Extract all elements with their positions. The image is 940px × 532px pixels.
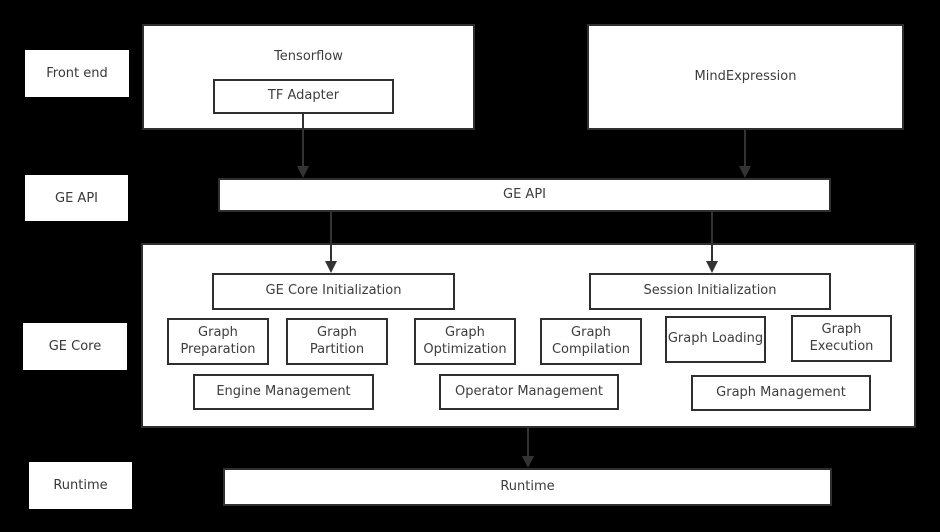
arrow-shaft <box>711 212 713 261</box>
arrow-down-icon <box>706 261 718 273</box>
row-label-ge-core: GE Core <box>23 323 127 370</box>
mindexpression-box: MindExpression <box>587 24 904 130</box>
ge-api-bar: GE API <box>218 178 831 212</box>
arrow-mindexpression-to-ge-api <box>738 130 752 178</box>
session-initialization-box: Session Initialization <box>589 273 831 310</box>
ge-core-initialization-box: GE Core Initialization <box>212 273 455 310</box>
row-label-ge-api: GE API <box>25 175 128 221</box>
ge-core-container: GE Core Initialization Session Initializ… <box>141 243 916 428</box>
arrow-ge-core-to-runtime <box>521 428 535 468</box>
manager-box-engine-management: Engine Management <box>193 374 374 410</box>
arrow-tf-adapter-to-ge-api <box>296 114 310 178</box>
module-box-graph-loading: Graph Loading <box>665 316 766 363</box>
module-box-graph-preparation: Graph Preparation <box>167 318 269 365</box>
row-label-front-end: Front end <box>25 50 129 97</box>
arrow-ge-api-to-ge-core-initialization <box>324 212 338 273</box>
tf-adapter-box: TF Adapter <box>213 79 394 114</box>
arrow-shaft <box>527 428 529 456</box>
arrow-down-icon <box>739 166 751 178</box>
arrow-shaft <box>744 130 746 166</box>
arrow-down-icon <box>522 456 534 468</box>
module-box-graph-optimization: Graph Optimization <box>414 318 516 365</box>
arrow-ge-api-to-session-initialization <box>705 212 719 273</box>
arrow-shaft <box>302 114 304 166</box>
module-box-graph-compilation: Graph Compilation <box>540 318 642 365</box>
manager-box-graph-management: Graph Management <box>691 375 871 411</box>
row-label-runtime: Runtime <box>29 462 132 509</box>
module-box-graph-partition: Graph Partition <box>286 318 388 365</box>
arrow-down-icon <box>325 261 337 273</box>
runtime-bar: Runtime <box>223 468 832 506</box>
arrow-down-icon <box>297 166 309 178</box>
module-box-graph-execution: Graph Execution <box>791 315 892 362</box>
manager-box-operator-management: Operator Management <box>439 374 619 410</box>
tensorflow-box: Tensorflow TF Adapter <box>142 24 475 130</box>
arrow-shaft <box>330 212 332 261</box>
tensorflow-label: Tensorflow <box>274 49 343 64</box>
